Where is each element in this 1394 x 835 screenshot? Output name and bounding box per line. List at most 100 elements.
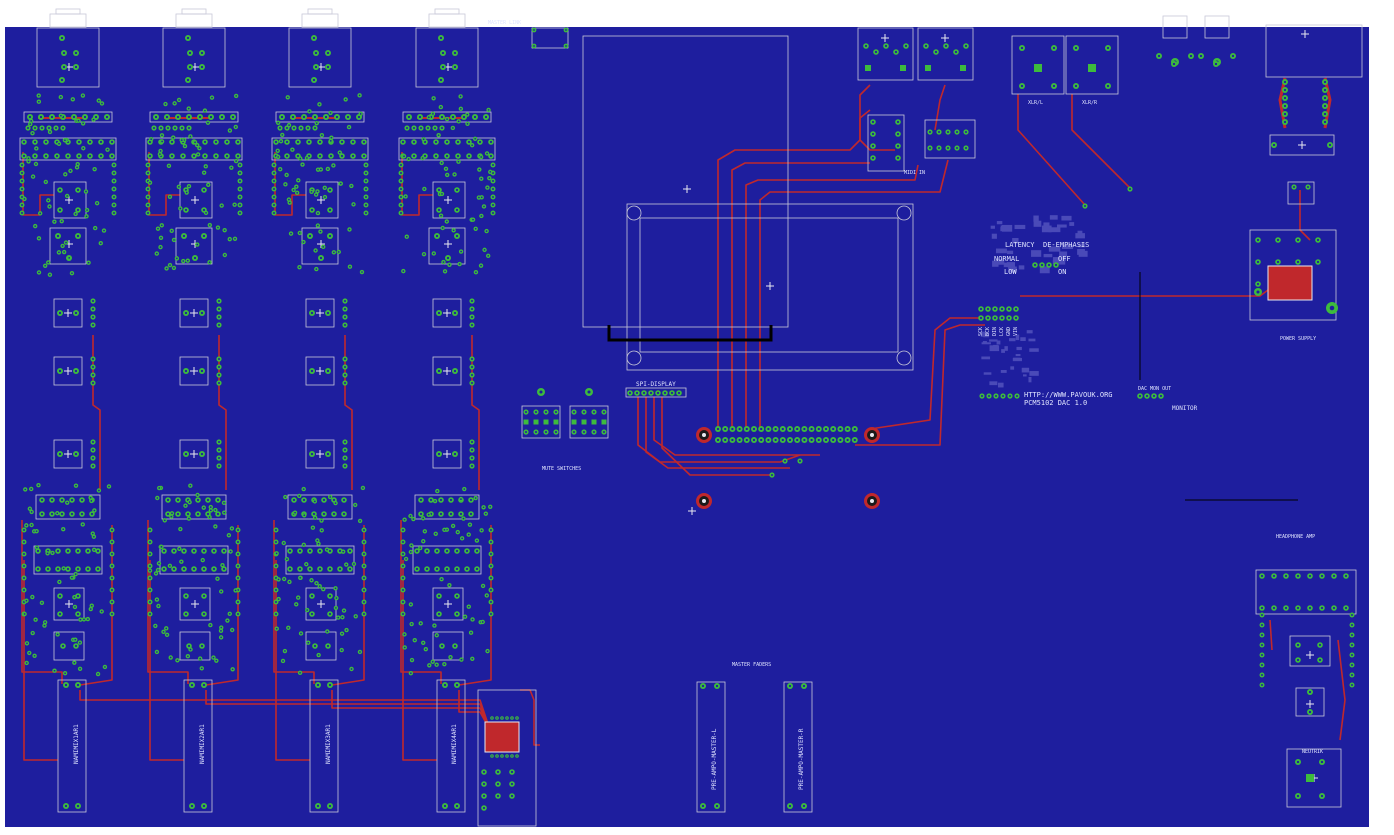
pad-hole bbox=[760, 427, 763, 431]
small-pad bbox=[86, 260, 91, 265]
pad-hole bbox=[192, 567, 196, 571]
small-pad bbox=[476, 195, 482, 200]
channel-1-eq-side-pad bbox=[90, 447, 96, 453]
pad-hole bbox=[433, 624, 436, 627]
pad-hole bbox=[34, 127, 36, 129]
small-pad bbox=[226, 533, 232, 538]
dac-smd-component bbox=[1000, 227, 1006, 232]
channel-1-gain-pad bbox=[75, 207, 81, 213]
pad-hole bbox=[317, 224, 319, 227]
channel-1-eq-pad bbox=[73, 368, 79, 374]
pad-hole bbox=[39, 115, 43, 119]
channel-4-mix-side-pad bbox=[488, 527, 494, 533]
small-pad bbox=[280, 132, 285, 138]
pad-hole bbox=[440, 162, 443, 164]
small-pad bbox=[315, 223, 321, 228]
display-flex-cable bbox=[607, 325, 773, 342]
channel-3-mix-side-pad bbox=[273, 527, 279, 533]
small-pad bbox=[195, 492, 200, 498]
small-pad bbox=[83, 189, 89, 194]
pad-hole bbox=[56, 633, 59, 636]
channel-3-mix-pad bbox=[347, 566, 353, 572]
pad-hole bbox=[41, 127, 43, 129]
pad-hole bbox=[58, 188, 62, 192]
pad-hole bbox=[329, 154, 333, 158]
mcu-support-pad bbox=[495, 769, 501, 775]
mute-pad bbox=[581, 409, 587, 415]
xlr-output-2 bbox=[1065, 35, 1119, 95]
small-pad bbox=[148, 136, 154, 142]
channel-3-side-pad bbox=[271, 178, 277, 184]
pad-hole bbox=[189, 484, 192, 487]
small-pad bbox=[30, 630, 35, 636]
small-pad bbox=[233, 158, 239, 164]
channel-1-side-pad bbox=[111, 178, 117, 184]
channel-2-ic-pad bbox=[169, 139, 175, 145]
mute-pad bbox=[533, 409, 539, 415]
small-pad bbox=[167, 563, 173, 569]
dac-smd-component bbox=[1028, 338, 1036, 342]
channel-2-mix-pad bbox=[181, 566, 187, 572]
pad-hole bbox=[148, 154, 152, 158]
dac-smd-component bbox=[1056, 224, 1067, 228]
channel-3-preamp-pad bbox=[345, 114, 351, 120]
pad-hole bbox=[327, 168, 329, 170]
small-pad bbox=[456, 159, 461, 164]
pad-hole bbox=[896, 156, 900, 160]
channel-2-mix-pad bbox=[191, 566, 197, 572]
ps-trace bbox=[1278, 77, 1287, 129]
pad-hole bbox=[824, 427, 828, 431]
small-pad bbox=[474, 538, 480, 543]
pad-hole bbox=[230, 166, 233, 169]
xlr-pad bbox=[1105, 83, 1111, 89]
pad-hole bbox=[343, 609, 345, 612]
pad-hole bbox=[442, 261, 445, 263]
channel-1-ic-pad bbox=[43, 139, 49, 145]
pad-hole bbox=[482, 794, 486, 798]
pad-hole bbox=[21, 196, 23, 198]
pad-hole bbox=[322, 588, 325, 591]
pad-hole bbox=[326, 630, 329, 633]
opto-pad bbox=[895, 131, 901, 137]
dac-switch-pad bbox=[1046, 262, 1052, 268]
small-pad bbox=[73, 483, 79, 488]
pad-hole bbox=[300, 632, 302, 635]
pad-hole bbox=[218, 441, 220, 443]
channel-2-mix-pad bbox=[201, 548, 207, 554]
pad-hole bbox=[803, 427, 806, 431]
channel-2-side-pad bbox=[145, 210, 151, 216]
pad-hole bbox=[165, 627, 168, 630]
pad-hole bbox=[58, 452, 62, 456]
pad-hole bbox=[453, 311, 457, 315]
pad-hole bbox=[318, 140, 322, 144]
pad-hole bbox=[149, 601, 151, 603]
pad-hole bbox=[192, 549, 196, 553]
hp-side-pad bbox=[1259, 672, 1265, 678]
small-pad bbox=[34, 528, 39, 534]
dac-power-trace bbox=[1020, 289, 1269, 297]
pad-hole bbox=[23, 565, 25, 567]
small-pad bbox=[283, 494, 288, 500]
small-pad bbox=[56, 250, 62, 255]
pad-hole bbox=[111, 529, 113, 531]
small-pad bbox=[286, 122, 292, 128]
pad-hole bbox=[328, 683, 332, 687]
pad-hole bbox=[456, 140, 460, 144]
channel-1-mix-side-pad bbox=[109, 563, 115, 569]
pad-hole bbox=[471, 457, 473, 459]
pad-hole bbox=[345, 629, 348, 631]
channel-4-mix-side-pad bbox=[400, 587, 406, 593]
pad-hole bbox=[351, 140, 355, 144]
pad-hole bbox=[455, 804, 459, 808]
channel-2-mix-pad bbox=[183, 611, 189, 617]
hole-center bbox=[870, 433, 874, 437]
pad-hole bbox=[511, 717, 513, 719]
board-background bbox=[5, 27, 1369, 827]
pad-hole bbox=[203, 171, 205, 174]
pad-hole bbox=[279, 168, 282, 171]
pad-hole bbox=[1283, 80, 1287, 84]
channel-3-mix-pad bbox=[331, 511, 337, 517]
small-pad bbox=[30, 594, 35, 600]
pad-hole bbox=[90, 500, 93, 502]
channel-1-trace-bus bbox=[23, 560, 58, 761]
